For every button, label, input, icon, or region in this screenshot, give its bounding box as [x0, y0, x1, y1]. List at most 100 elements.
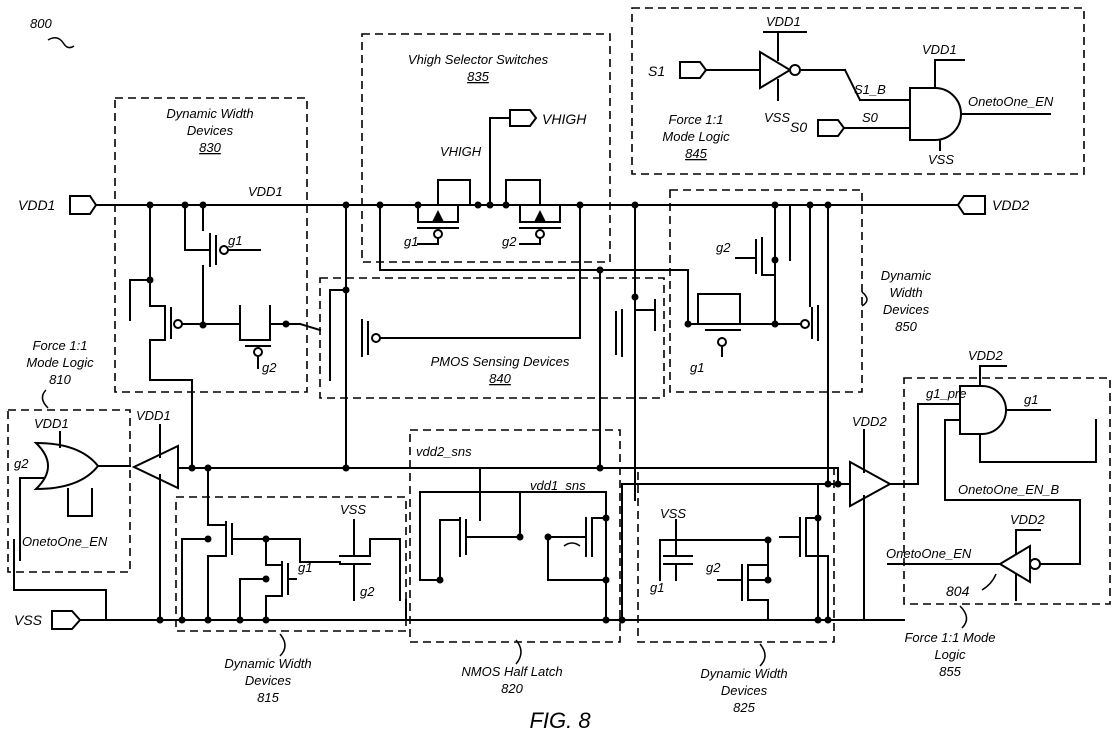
- port-label-s0: S0: [790, 119, 807, 135]
- port-vdd2: [956, 195, 986, 215]
- net-label-g1-815: g1: [298, 560, 312, 575]
- port-vdd1: [69, 195, 98, 215]
- block-820-line1: NMOS Half Latch: [461, 664, 562, 679]
- buffer-810: [131, 444, 179, 490]
- block-825-line2: Devices: [721, 683, 768, 698]
- net-label-g1-855: g1: [1024, 392, 1038, 407]
- figure-caption: FIG. 8: [529, 708, 591, 733]
- block-850-line1: Dynamic: [881, 268, 932, 283]
- block-840-outline: [319, 277, 665, 399]
- net-label-vhigh: VHIGH: [440, 144, 482, 159]
- net-label-vdd1: VDD1: [248, 184, 283, 199]
- net-label-vss-825: VSS: [660, 506, 686, 521]
- block-855-line1: Force 1:1 Mode: [904, 630, 995, 645]
- block-845-outline: [631, 7, 1085, 175]
- net-label-vdd2-855b: VDD2: [1010, 512, 1045, 527]
- net-label-g2-835: g2: [502, 234, 517, 249]
- inverter-bubble: [789, 64, 801, 76]
- or-gate-810: [33, 441, 100, 491]
- gate-bubble: [219, 245, 229, 255]
- block-840-line1: PMOS Sensing Devices: [431, 354, 570, 369]
- net-label-onetoone-en-855: OnetoOne_EN: [886, 546, 972, 561]
- block-850-line3: Devices: [883, 302, 930, 317]
- net-label-g1-835: g1: [404, 234, 418, 249]
- block-810-ref: 810: [49, 372, 71, 387]
- leader-850: [861, 291, 868, 307]
- block-815-line2: Devices: [245, 673, 292, 688]
- block-835-line1: Vhigh Selector Switches: [408, 52, 549, 67]
- gate-bubble: [800, 319, 810, 329]
- block-825-ref: 825: [733, 700, 755, 715]
- port-vss: [51, 610, 82, 630]
- block-815-line1: Dynamic Width: [224, 656, 311, 671]
- net-label-vdd1-buf: VDD1: [136, 408, 171, 423]
- net-label-vdd2-855a: VDD2: [968, 348, 1003, 363]
- and-gate-855: [959, 385, 1007, 435]
- net-label-onetoone-en-845: OnetoOne_EN: [968, 94, 1054, 109]
- block-840-ref: 840: [489, 371, 511, 386]
- block-810-outline: [7, 409, 131, 573]
- net-label-vss-815: VSS: [340, 502, 366, 517]
- net-label-g1-850: g1: [690, 360, 704, 375]
- block-830-outline: [114, 97, 308, 393]
- port-vhigh: [509, 109, 538, 127]
- block-855-outline: [903, 377, 1111, 605]
- port-label-vhigh: VHIGH: [542, 111, 587, 127]
- block-810-line2: Mode Logic: [26, 355, 94, 370]
- net-label-vdd1-sns: vdd1_sns: [530, 478, 586, 493]
- net-label-g1-825: g1: [650, 580, 664, 595]
- inverter-bubble: [1029, 558, 1041, 570]
- wire: [843, 68, 862, 102]
- net-label-g2-830: g2: [262, 360, 277, 375]
- net-label-onetoone-en-b: OnetoOne_EN_B: [958, 482, 1060, 497]
- net-label-vdd2-sns: vdd2_sns: [416, 444, 472, 459]
- leader-855: [959, 605, 968, 629]
- net-label-g1-pre: g1_pre: [926, 386, 966, 401]
- gate-bubble: [173, 319, 183, 329]
- block-855-line2: Logic: [934, 647, 966, 662]
- block-845-line1: Force 1:1: [669, 112, 724, 127]
- leader-815: [279, 633, 286, 657]
- gate-bubble: [433, 229, 443, 239]
- block-850-outline: [669, 189, 863, 393]
- net-label-vdd2-buf: VDD2: [852, 414, 887, 429]
- leader-804: [981, 573, 997, 591]
- inverter-845: [759, 50, 792, 90]
- block-815-ref: 815: [257, 690, 279, 705]
- junction-dots: [146, 201, 842, 624]
- net-label-g2-825: g2: [706, 560, 721, 575]
- leader-810: [41, 389, 49, 409]
- net-label-vdd1-845a: VDD1: [766, 14, 801, 29]
- figure-ref: 800: [30, 16, 52, 31]
- buffer-855: [849, 460, 893, 508]
- block-835-ref: 835: [467, 69, 489, 84]
- wire: [298, 322, 322, 332]
- leader-825: [759, 643, 766, 667]
- block-855-ref: 855: [939, 664, 961, 679]
- block-830-line1: Dynamic Width: [166, 106, 253, 121]
- port-label-vdd1: VDD1: [18, 197, 55, 213]
- net-label-vdd1-810: VDD1: [34, 416, 69, 431]
- net-label-g2-850: g2: [716, 240, 731, 255]
- and-gate-845: [909, 87, 962, 141]
- block-845-line2: Mode Logic: [662, 129, 730, 144]
- port-label-s1: S1: [648, 63, 665, 79]
- port-label-vdd2: VDD2: [992, 197, 1030, 213]
- block-835-outline: [361, 33, 611, 263]
- gate-bubble: [535, 229, 545, 239]
- block-830-line2: Devices: [187, 123, 234, 138]
- port-label-vss: VSS: [14, 612, 43, 628]
- net-label-vss-845b: VSS: [928, 152, 954, 167]
- block-845-ref: 845: [685, 146, 707, 161]
- gate-bubble: [253, 347, 263, 357]
- gate-bubble: [371, 333, 381, 343]
- net-label-s0: S0: [862, 110, 879, 125]
- port-s1: [679, 61, 708, 79]
- net-label-s1b: S1_B: [854, 82, 886, 97]
- block-815-outline: [175, 496, 407, 632]
- leader-800: [47, 37, 75, 49]
- inverter-ref-804: 804: [946, 583, 970, 599]
- net-label-vss-845a: VSS: [764, 110, 790, 125]
- block-825-line1: Dynamic Width: [700, 666, 787, 681]
